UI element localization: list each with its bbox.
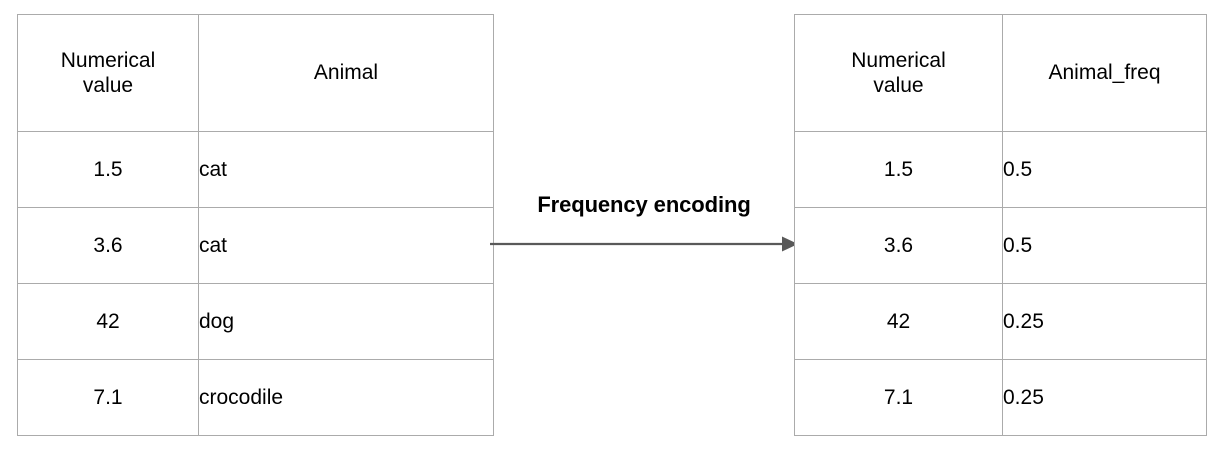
transform-label: Frequency encoding bbox=[537, 192, 751, 217]
table-row: 42 dog bbox=[17, 283, 494, 360]
cell-animal-freq: 0.5 bbox=[1002, 131, 1207, 208]
encoded-table: Numerical value Animal_freq 1.5 0.5 3.6 … bbox=[794, 14, 1207, 436]
cell-animal: dog bbox=[198, 283, 494, 360]
header-line-1: Numerical bbox=[60, 48, 156, 72]
cell-numerical-value: 1.5 bbox=[17, 131, 199, 208]
cell-numerical-value: 42 bbox=[17, 283, 199, 360]
table-header-row: Numerical value Animal_freq bbox=[794, 14, 1207, 132]
cell-animal-freq: 0.5 bbox=[1002, 207, 1207, 284]
table-row: 1.5 cat bbox=[17, 131, 494, 208]
cell-numerical-value: 7.1 bbox=[794, 359, 1003, 436]
column-header-animal-freq: Animal_freq bbox=[1002, 14, 1207, 132]
transform-annotation: Frequency encoding bbox=[488, 192, 800, 262]
header-line-1: Animal bbox=[313, 61, 379, 85]
cell-numerical-value: 42 bbox=[794, 283, 1003, 360]
cell-animal-freq: 0.25 bbox=[1002, 359, 1207, 436]
table-row: 3.6 cat bbox=[17, 207, 494, 284]
header-line-1: Numerical bbox=[851, 48, 946, 72]
cell-animal: crocodile bbox=[198, 359, 494, 436]
cell-animal: cat bbox=[198, 207, 494, 284]
column-header-numerical-value: Numerical value bbox=[794, 14, 1003, 132]
table-row: 42 0.25 bbox=[794, 283, 1207, 360]
table-row: 7.1 crocodile bbox=[17, 359, 494, 436]
table-row: 1.5 0.5 bbox=[794, 131, 1207, 208]
header-line-2: value bbox=[873, 74, 924, 97]
header-line-2: value bbox=[82, 74, 134, 97]
column-header-numerical-value: Numerical value bbox=[17, 14, 199, 132]
header-line-1: Animal_freq bbox=[1048, 61, 1161, 85]
table-header-row: Numerical value Animal bbox=[17, 14, 494, 132]
table-row: 7.1 0.25 bbox=[794, 359, 1207, 436]
cell-numerical-value: 7.1 bbox=[17, 359, 199, 436]
table-row: 3.6 0.5 bbox=[794, 207, 1207, 284]
source-table: Numerical value Animal 1.5 cat 3.6 cat 4… bbox=[17, 14, 494, 436]
column-header-animal: Animal bbox=[198, 14, 494, 132]
cell-numerical-value: 3.6 bbox=[17, 207, 199, 284]
cell-animal: cat bbox=[198, 131, 494, 208]
cell-numerical-value: 3.6 bbox=[794, 207, 1003, 284]
right-arrow-icon bbox=[490, 236, 798, 252]
cell-numerical-value: 1.5 bbox=[794, 131, 1003, 208]
cell-animal-freq: 0.25 bbox=[1002, 283, 1207, 360]
